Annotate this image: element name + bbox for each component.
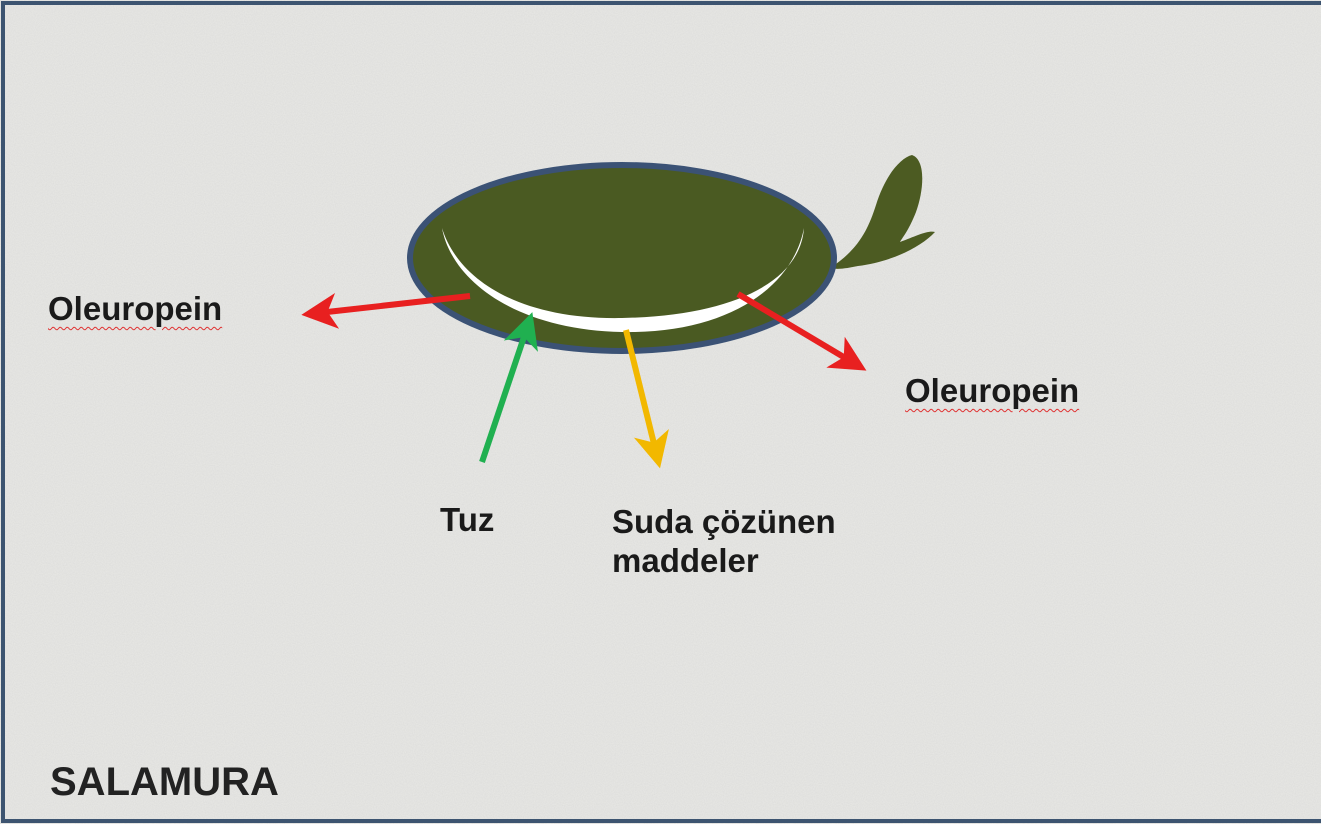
label-brine: SALAMURA (50, 762, 279, 802)
label-oleuropein-left: Oleuropein (48, 292, 222, 325)
label-soluble-substances: Suda çözünen maddeler (612, 503, 836, 581)
label-salt: Tuz (440, 503, 494, 536)
label-oleuropein-right: Oleuropein (905, 374, 1079, 407)
label-soluble-line2: maddeler (612, 542, 836, 581)
label-soluble-line1: Suda çözünen (612, 503, 836, 542)
